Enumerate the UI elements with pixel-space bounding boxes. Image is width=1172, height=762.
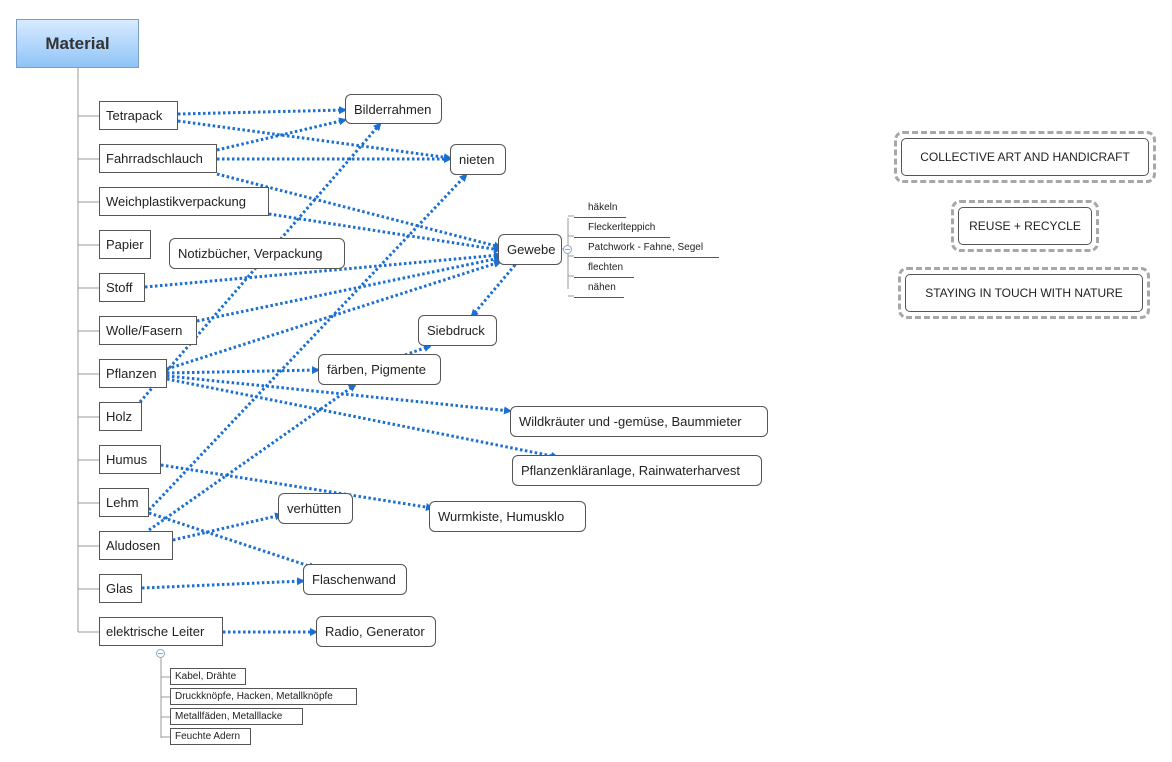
topic-label: Lehm: [106, 495, 139, 510]
topic-label: elektrische Leiter: [106, 624, 205, 639]
collapse-toggle-leiter[interactable]: [156, 649, 165, 658]
relationship-arrow-humus-to-wurmkiste[interactable]: [160, 463, 434, 512]
target-verhuetten[interactable]: verhütten: [278, 493, 353, 524]
relationship-arrow-glas-to-flaschenwand[interactable]: [141, 577, 305, 590]
target-label: Siebdruck: [427, 323, 485, 338]
leiter-child-druckknoepfe[interactable]: Druckknöpfe, Hacken, Metallknöpfe: [170, 688, 357, 705]
floating-label: STAYING IN TOUCH WITH NATURE: [905, 274, 1143, 312]
topic-pflanzen[interactable]: Pflanzen: [99, 359, 167, 388]
topic-lehm[interactable]: Lehm: [99, 488, 149, 517]
relationship-arrow-stoff-to-gewebe[interactable]: [144, 251, 502, 289]
relationship-arrow-wolle-to-gewebe[interactable]: [196, 255, 502, 323]
target-pflanzenklaeranlage[interactable]: Pflanzenkläranlage, Rainwaterharvest: [512, 455, 762, 486]
topic-fahrradschlauch[interactable]: Fahrradschlauch: [99, 144, 217, 173]
leiter-child-kabel[interactable]: Kabel, Drähte: [170, 668, 246, 685]
gewebe-child-flechten[interactable]: flechten: [574, 258, 634, 278]
target-radio-generator[interactable]: Radio, Generator: [316, 616, 436, 647]
gewebe-child-fleckerlteppich[interactable]: Fleckerlteppich: [574, 218, 670, 238]
relationship-arrow-lehm-to-nieten[interactable]: [147, 173, 468, 512]
topic-holz[interactable]: Holz: [99, 402, 142, 431]
leaf-label: Kabel, Drähte: [175, 670, 237, 682]
topic-label: Aludosen: [106, 538, 161, 553]
target-label: Gewebe: [507, 242, 556, 257]
floating-topic-staying-in-touch[interactable]: STAYING IN TOUCH WITH NATURE: [898, 267, 1150, 319]
relationship-arrow-pflanzen-to-pflanzenklaer[interactable]: [166, 377, 559, 460]
gewebe-child-haekeln[interactable]: häkeln: [574, 198, 626, 218]
relationship-arrow-lehm-to-flaschenwand[interactable]: [148, 511, 317, 570]
target-bilderrahmen[interactable]: Bilderrahmen: [345, 94, 442, 124]
topic-elektrische-leiter[interactable]: elektrische Leiter: [99, 617, 223, 646]
relationship-arrow-pflanzen-to-gewebe[interactable]: [166, 260, 502, 371]
target-label: Notizbücher, Verpackung: [178, 246, 323, 261]
gewebe-child-naehen[interactable]: nähen: [574, 278, 624, 298]
floating-label: REUSE + RECYCLE: [958, 207, 1092, 245]
leaf-label: flechten: [588, 262, 624, 273]
relationship-arrow-faerben-to-siebdruck[interactable]: [404, 344, 432, 357]
collapse-toggle-gewebe[interactable]: [563, 245, 572, 254]
topic-stoff[interactable]: Stoff: [99, 273, 145, 302]
root-label: Material: [45, 33, 110, 53]
relationship-arrow-tetrapack-to-bilderrahmen[interactable]: [177, 106, 347, 116]
relationship-arrow-aludosen-to-faerben[interactable]: [148, 383, 357, 532]
topic-tetrapack[interactable]: Tetrapack: [99, 101, 178, 130]
topic-label: Stoff: [106, 280, 133, 295]
relationship-arrow-fahrradschlauch-to-gewebe[interactable]: [216, 172, 502, 250]
topic-label: Weichplastikverpackung: [106, 194, 246, 209]
target-faerben-pigmente[interactable]: färben, Pigmente: [318, 354, 441, 385]
target-notizbuecher-verpackung[interactable]: Notizbücher, Verpackung: [169, 238, 345, 269]
gewebe-child-patchwork[interactable]: Patchwork - Fahne, Segel: [574, 238, 719, 258]
target-label: verhütten: [287, 501, 342, 516]
topic-wolle-fasern[interactable]: Wolle/Fasern: [99, 316, 197, 345]
topic-aludosen[interactable]: Aludosen: [99, 531, 173, 560]
relationship-arrow-tetrapack-to-nieten[interactable]: [177, 119, 452, 162]
root-topic-material[interactable]: Material: [16, 19, 139, 68]
topic-label: Fahrradschlauch: [106, 151, 203, 166]
leaf-label: häkeln: [588, 202, 618, 213]
target-flaschenwand[interactable]: Flaschenwand: [303, 564, 407, 595]
target-wurmkiste-humusklo[interactable]: Wurmkiste, Humusklo: [429, 501, 586, 532]
leiter-child-feuchte-adern[interactable]: Feuchte Adern: [170, 728, 251, 745]
topic-weichplastikverpackung[interactable]: Weichplastikverpackung: [99, 187, 269, 216]
leaf-label: Feuchte Adern: [175, 730, 241, 742]
relationship-arrow-pflanzen-to-faerben[interactable]: [166, 366, 320, 375]
target-gewebe[interactable]: Gewebe: [498, 234, 562, 265]
leaf-label: Fleckerlteppich: [588, 222, 656, 233]
target-label: Pflanzenkläranlage, Rainwaterharvest: [521, 463, 740, 478]
topic-label: Wolle/Fasern: [106, 323, 183, 338]
target-label: Wurmkiste, Humusklo: [438, 509, 565, 524]
target-wildkraeuter[interactable]: Wildkräuter und -gemüse, Baummieter: [510, 406, 768, 437]
target-label: Bilderrahmen: [354, 101, 432, 117]
relationship-arrow-weichplastik-to-gewebe[interactable]: [268, 212, 502, 254]
leaf-label: Patchwork - Fahne, Segel: [588, 242, 704, 253]
floating-topic-collective-art[interactable]: COLLECTIVE ART AND HANDICRAFT: [894, 131, 1156, 183]
topic-humus[interactable]: Humus: [99, 445, 161, 474]
target-label: Wildkräuter und -gemüse, Baummieter: [519, 414, 742, 429]
topic-label: Glas: [106, 581, 133, 596]
topic-label: Papier: [106, 237, 144, 252]
target-nieten[interactable]: nieten: [450, 144, 506, 175]
leiter-child-metallfaeden[interactable]: Metallfäden, Metalllacke: [170, 708, 303, 725]
topic-label: Pflanzen: [106, 366, 157, 381]
topic-label: Humus: [106, 452, 148, 467]
leaf-label: nähen: [588, 282, 616, 293]
floating-label: COLLECTIVE ART AND HANDICRAFT: [901, 138, 1149, 176]
target-siebdruck[interactable]: Siebdruck: [418, 315, 497, 346]
leaf-label: Druckknöpfe, Hacken, Metallknöpfe: [175, 690, 333, 702]
floating-topic-reuse-recycle[interactable]: REUSE + RECYCLE: [951, 200, 1099, 252]
target-label: nieten: [459, 152, 495, 167]
leaf-label: Metallfäden, Metalllacke: [175, 710, 283, 722]
target-label: Radio, Generator: [325, 624, 425, 639]
target-label: färben, Pigmente: [327, 362, 427, 377]
target-label: Flaschenwand: [312, 572, 396, 587]
topic-glas[interactable]: Glas: [99, 574, 142, 603]
relationship-arrow-aludosen-to-verhuetten[interactable]: [172, 512, 283, 542]
topic-papier[interactable]: Papier: [99, 230, 151, 259]
relationship-arrow-pflanzen-to-wildkraeuter[interactable]: [166, 374, 512, 415]
topic-label: Holz: [106, 409, 133, 424]
topic-label: Tetrapack: [106, 108, 163, 123]
relationship-arrow-holz-to-bilderrahmen[interactable]: [138, 122, 382, 403]
relationship-arrow-fahrradschlauch-to-bilderrahmen[interactable]: [216, 117, 347, 152]
relationship-arrow-gewebe-to-siebdruck[interactable]: [470, 257, 522, 318]
